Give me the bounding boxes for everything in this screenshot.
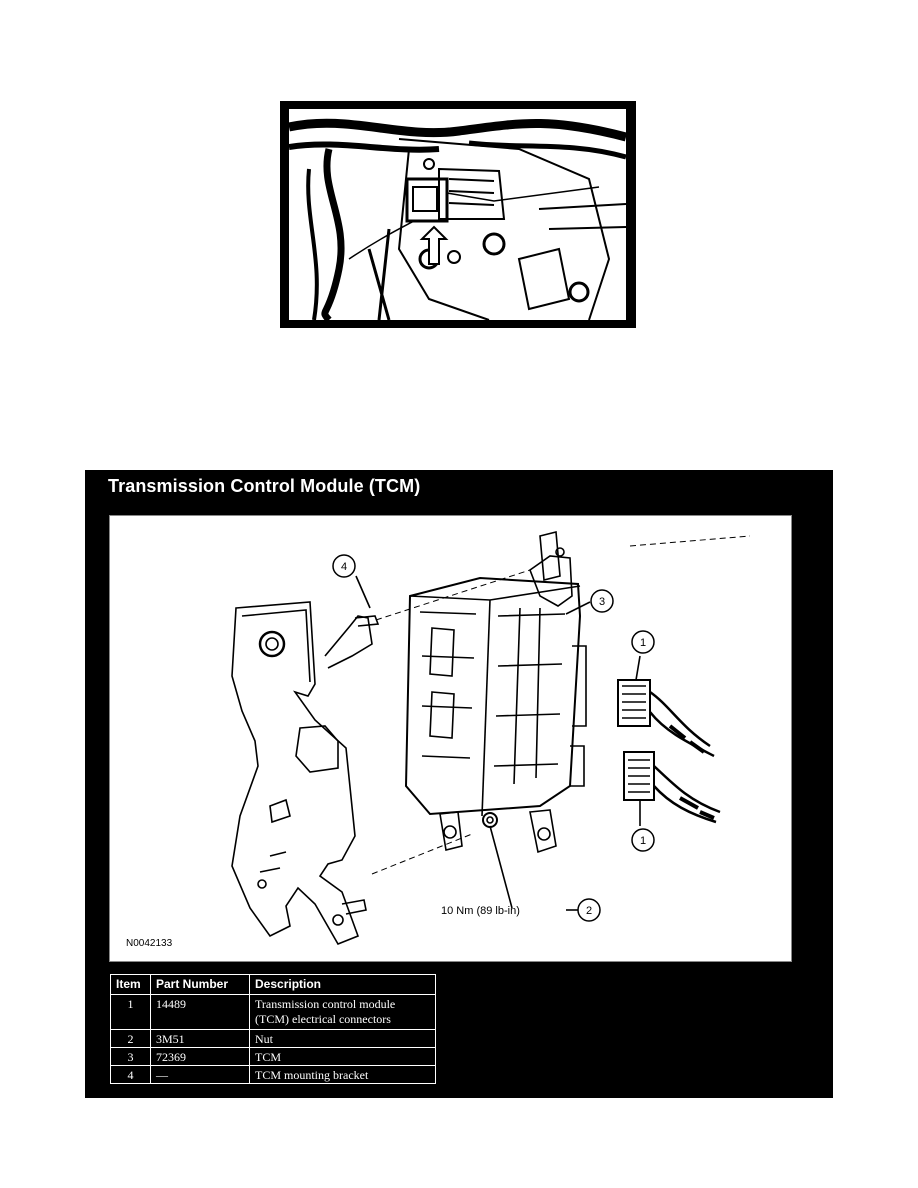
callouts: 4 3 1 1 2 10 Nm (89 lb-in) N0042133 [126, 554, 655, 949]
tcm-exploded-diagram: 4 3 1 1 2 10 Nm (89 lb-in) N0042133 [126, 530, 751, 949]
callout-2: 2 [586, 905, 592, 917]
table-row: 3 72369 TCM [110, 1047, 436, 1066]
cell-part-number: 14489 [150, 994, 250, 1030]
table-header-row: Item Part Number Description [110, 974, 436, 995]
table-row: 1 14489 Transmission control module (TCM… [110, 994, 436, 1030]
connector-illustration [289, 118, 626, 320]
header-item: Item [110, 974, 151, 995]
torque-label: 10 Nm (89 lb-in) [441, 905, 520, 917]
callout-1-bottom: 1 [640, 835, 646, 847]
figure-1-frame: N0041303 [280, 101, 636, 328]
figure-1-illustration: N0041303 [289, 109, 626, 320]
table-row: 4 — TCM mounting bracket [110, 1065, 436, 1084]
figure-2-frame: Transmission Control Module (TCM) [85, 470, 833, 1098]
parts-table: Item Part Number Description 1 14489 Tra… [110, 974, 436, 1084]
cell-description: Nut [249, 1029, 436, 1048]
cell-description: Transmission control module (TCM) electr… [249, 994, 436, 1030]
figure-2-id: N0042133 [126, 938, 173, 949]
header-description: Description [249, 974, 436, 995]
cell-part-number: 3M51 [150, 1029, 250, 1048]
cell-item: 2 [110, 1029, 151, 1048]
cell-part-number: 72369 [150, 1047, 250, 1066]
cell-description: TCM [249, 1047, 436, 1066]
cell-description: TCM mounting bracket [249, 1065, 436, 1084]
callout-1-top: 1 [640, 637, 646, 649]
callout-3: 3 [599, 596, 605, 608]
table-row: 2 3M51 Nut [110, 1029, 436, 1048]
header-part-number: Part Number [150, 974, 250, 995]
figure-2-illustration: 4 3 1 1 2 10 Nm (89 lb-in) N0042133 [109, 515, 792, 962]
cell-item: 1 [110, 994, 151, 1030]
callout-4: 4 [341, 561, 347, 573]
cell-item: 3 [110, 1047, 151, 1066]
cell-item: 4 [110, 1065, 151, 1084]
cell-part-number: — [150, 1065, 250, 1084]
figure-2-title: Transmission Control Module (TCM) [108, 476, 421, 496]
